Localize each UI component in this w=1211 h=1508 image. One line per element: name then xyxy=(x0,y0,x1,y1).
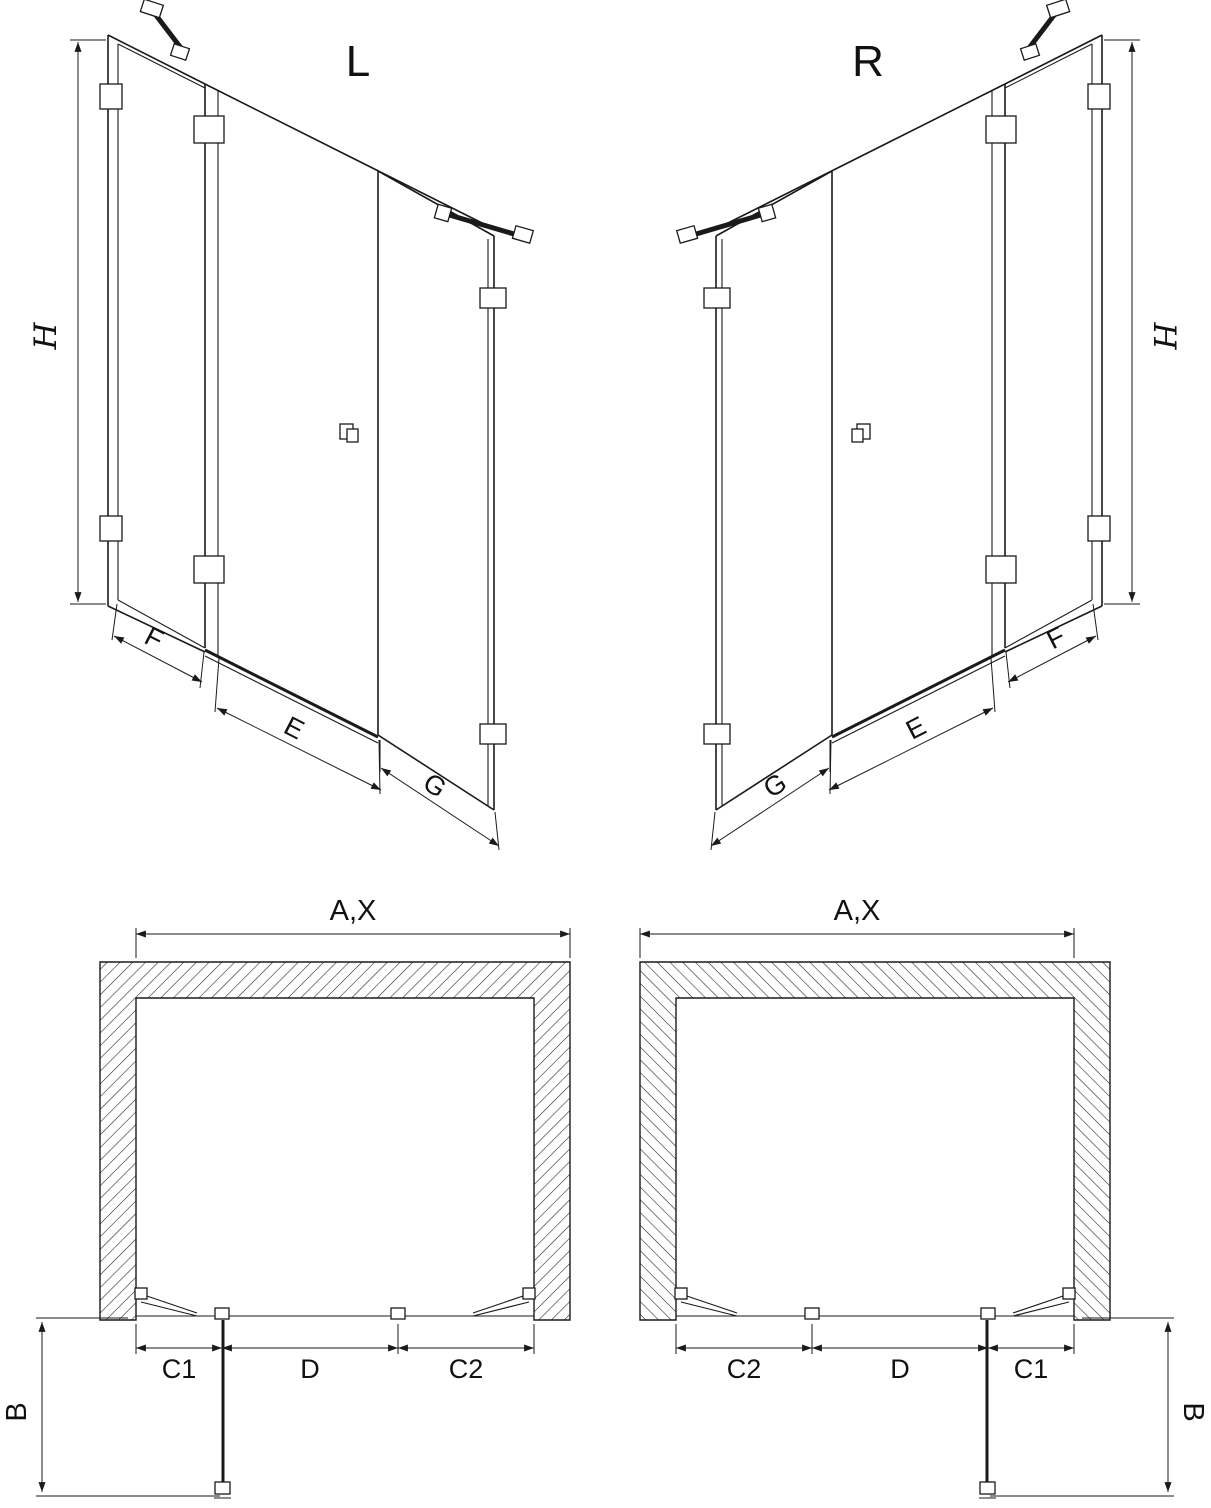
dim-label-e-left: E xyxy=(279,711,309,746)
view-title-right: R xyxy=(852,37,884,86)
dim-label-height-right: H xyxy=(1146,321,1182,350)
dim-label-d-right-plan: D xyxy=(890,1354,910,1384)
dim-label-c2-right-plan: C2 xyxy=(727,1354,762,1384)
dim-label-width-left-plan: A,X xyxy=(330,895,377,927)
plan-view-right xyxy=(640,928,1174,1498)
dim-label-g-left: G xyxy=(418,767,452,804)
dim-label-depth-right-plan: B xyxy=(1177,1402,1209,1421)
dim-label-c2-left-plan: C2 xyxy=(449,1354,484,1384)
dim-label-f-left: F xyxy=(140,621,168,655)
plan-view-left xyxy=(36,928,570,1498)
dim-label-g-right: G xyxy=(758,767,792,804)
dim-label-d-left-plan: D xyxy=(300,1354,320,1384)
dim-label-e-right: E xyxy=(901,711,931,746)
dim-label-width-right-plan: A,X xyxy=(834,895,881,927)
view-title-left: L xyxy=(346,37,370,86)
dim-label-depth-left-plan: B xyxy=(1,1402,33,1421)
dim-label-c1-right-plan: C1 xyxy=(1014,1354,1049,1384)
dim-label-c1-left-plan: C1 xyxy=(162,1354,197,1384)
dim-label-height-left: H xyxy=(28,322,64,351)
dim-label-f-right: F xyxy=(1042,621,1070,655)
